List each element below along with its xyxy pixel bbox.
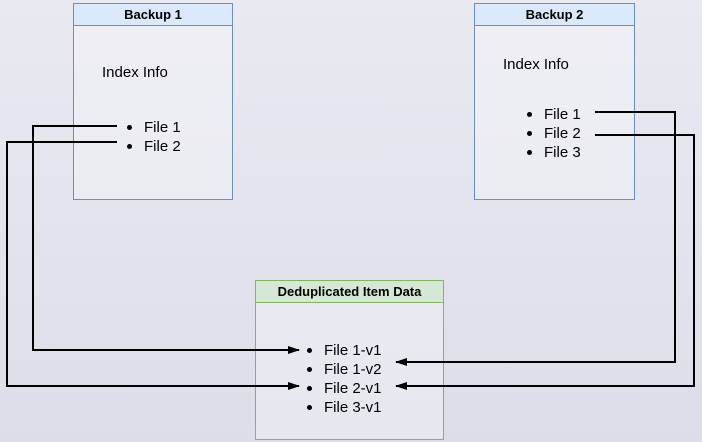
list-item: File 1 xyxy=(126,118,181,137)
node-backup1-sublabel: Index Info xyxy=(102,64,168,81)
list-item: File 1-v1 xyxy=(306,341,382,360)
list-item: File 2 xyxy=(126,137,181,156)
list-item: File 3 xyxy=(526,143,581,162)
node-backup2-sublabel: Index Info xyxy=(503,56,569,73)
list-item: File 1 xyxy=(526,105,581,124)
node-dedup-title: Deduplicated Item Data xyxy=(256,281,443,303)
node-backup2-title: Backup 2 xyxy=(475,4,634,26)
list-item: File 1-v2 xyxy=(306,360,382,379)
list-item: File 2 xyxy=(526,124,581,143)
node-backup1-title: Backup 1 xyxy=(74,4,232,26)
list-item: File 2-v1 xyxy=(306,379,382,398)
list-item: File 3-v1 xyxy=(306,398,382,417)
